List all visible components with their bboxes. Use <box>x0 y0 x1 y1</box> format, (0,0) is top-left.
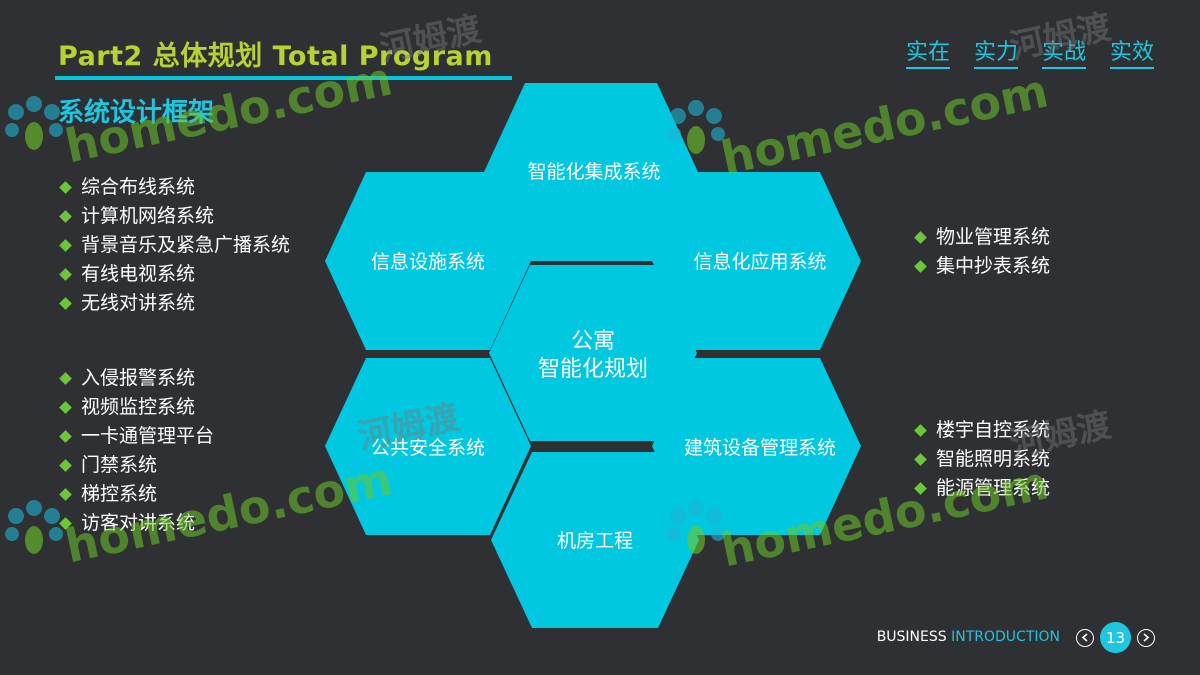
list-item: 一卡通管理平台 <box>58 422 214 451</box>
footer-business: BUSINESS <box>876 629 947 645</box>
list-item: 访客对讲系统 <box>58 509 214 538</box>
footer-label: BUSINESS INTRODUCTION <box>877 629 1060 645</box>
watermark-flower-icon <box>5 96 63 150</box>
list-item: 集中抄表系统 <box>913 252 1050 281</box>
hex-lower-left <box>325 358 531 535</box>
list-item: 门禁系统 <box>58 451 214 480</box>
motto-item: 实战 <box>1041 40 1086 69</box>
hex-center-label-line2: 智能化规划 <box>538 357 648 382</box>
chevron-left-icon[interactable] <box>1076 628 1094 647</box>
list-item: 楼宇自控系统 <box>913 416 1050 445</box>
watermark-flower-icon <box>667 500 725 554</box>
watermark-flower-icon <box>667 100 725 154</box>
title-underline <box>55 76 512 80</box>
watermark-flower-icon <box>5 500 63 554</box>
building-equipment-list: 楼宇自控系统 智能照明系统 能源管理系统 <box>913 416 1050 503</box>
hex-bottom <box>491 452 699 628</box>
list-item: 无线对讲系统 <box>58 289 290 318</box>
list-item: 视频监控系统 <box>58 393 214 422</box>
section-subtitle: 系统设计框架 <box>58 98 215 128</box>
page-title: Part2 总体规划 Total Program <box>58 41 493 72</box>
list-item: 综合布线系统 <box>58 173 290 202</box>
hex-upper-right <box>652 172 861 350</box>
list-item: 梯控系统 <box>58 480 214 509</box>
hex-upper-right-label: 信息化应用系统 <box>693 251 826 273</box>
list-item: 物业管理系统 <box>913 223 1050 252</box>
hex-lower-right <box>652 358 861 535</box>
public-security-list: 入侵报警系统 视频监控系统 一卡通管理平台 门禁系统 梯控系统 访客对讲系统 <box>58 364 214 538</box>
motto-item: 实在 <box>905 40 950 69</box>
pager: 13 <box>1076 622 1155 653</box>
hex-top-label: 智能化集成系统 <box>527 161 660 183</box>
page-number: 13 <box>1100 622 1131 653</box>
hex-lower-left-label: 公共安全系统 <box>371 437 485 459</box>
motto-item: 实效 <box>1109 40 1154 69</box>
motto: 实在 实力 实战 实效 <box>905 40 1154 69</box>
hex-upper-left <box>325 172 531 350</box>
motto-item: 实力 <box>973 40 1018 69</box>
list-item: 能源管理系统 <box>913 474 1050 503</box>
hex-lower-right-label: 建筑设备管理系统 <box>684 437 836 459</box>
list-item: 有线电视系统 <box>58 260 290 289</box>
hex-upper-left-label: 信息设施系统 <box>371 251 485 273</box>
list-item: 入侵报警系统 <box>58 364 214 393</box>
hex-center-label-line1: 公寓 <box>571 329 615 354</box>
hex-center <box>489 265 697 441</box>
chevron-right-icon[interactable] <box>1137 628 1155 647</box>
hex-top <box>484 83 698 261</box>
list-item: 计算机网络系统 <box>58 202 290 231</box>
info-facilities-list: 综合布线系统 计算机网络系统 背景音乐及紧急广播系统 有线电视系统 无线对讲系统 <box>58 173 290 318</box>
list-item: 背景音乐及紧急广播系统 <box>58 231 290 260</box>
list-item: 智能照明系统 <box>913 445 1050 474</box>
info-application-list: 物业管理系统 集中抄表系统 <box>913 223 1050 281</box>
footer-introduction: INTRODUCTION <box>951 629 1060 645</box>
hex-bottom-label: 机房工程 <box>557 530 633 552</box>
